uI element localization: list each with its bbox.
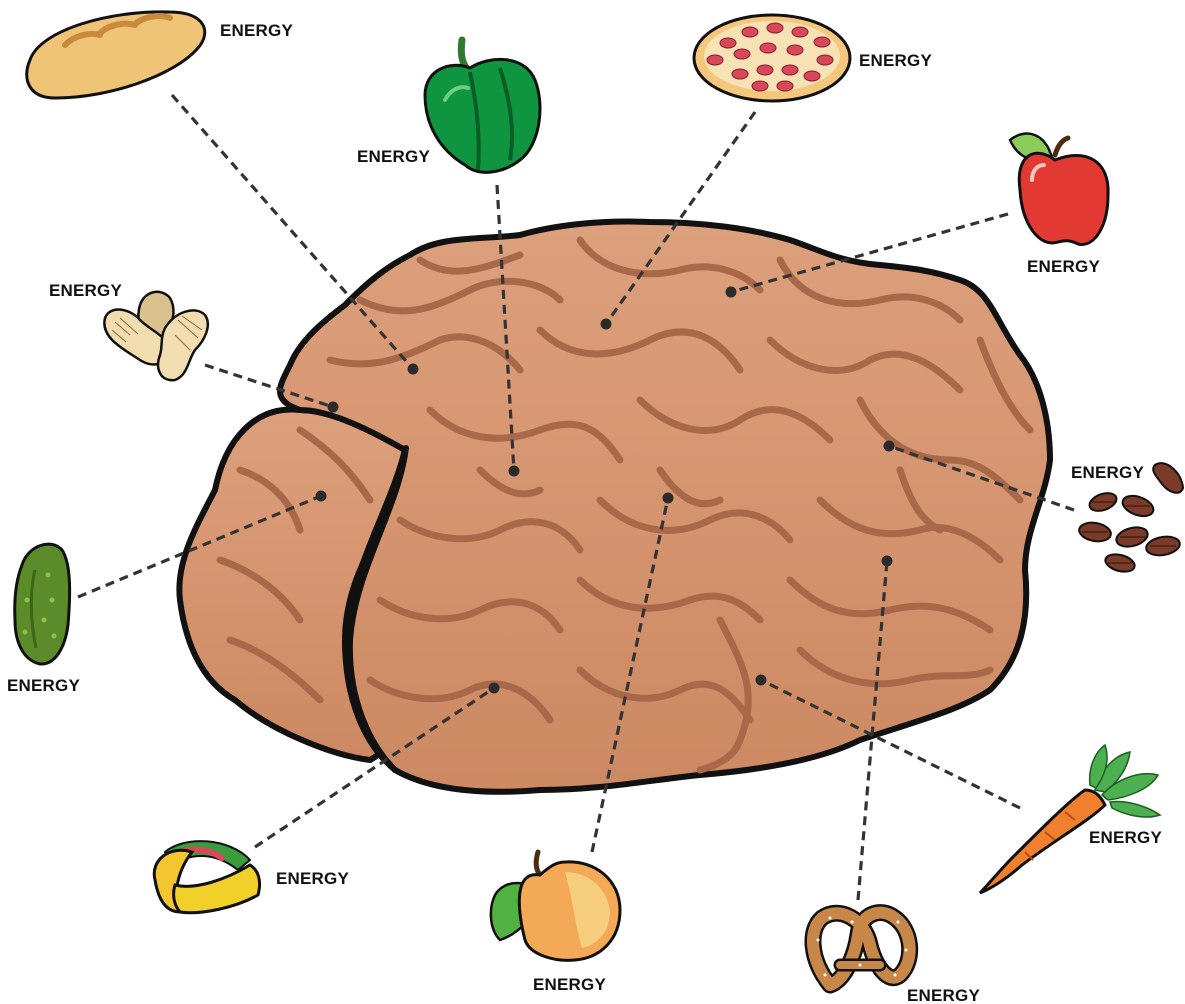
label-carrot: ENERGY	[1089, 828, 1162, 847]
label-peach: ENERGY	[533, 975, 606, 994]
peach-icon	[491, 852, 620, 960]
connector-dot-pecans	[884, 441, 895, 452]
connector-dot-taco	[489, 683, 500, 694]
label-pickle: ENERGY	[7, 676, 80, 695]
connector-dot-carrot	[756, 675, 767, 686]
brain	[179, 222, 1050, 792]
peanuts-icon	[104, 292, 207, 380]
label-taco: ENERGY	[276, 869, 349, 888]
bell-pepper-icon	[425, 40, 540, 172]
taco-icon	[154, 841, 259, 913]
pickle-icon	[15, 544, 70, 664]
carrot-icon	[980, 745, 1160, 893]
connector-dot-pickle	[316, 491, 327, 502]
bread-icon	[27, 12, 205, 98]
label-pretzel: ENERGY	[907, 986, 980, 1004]
connector-dot-apple	[726, 287, 737, 298]
label-pizza: ENERGY	[859, 51, 932, 70]
pretzel-icon	[813, 913, 910, 985]
connector-dot-peach	[663, 493, 674, 504]
label-apple: ENERGY	[1027, 257, 1100, 276]
label-peanuts: ENERGY	[49, 281, 122, 300]
connector-dot-peanuts	[328, 402, 339, 413]
label-bread: ENERGY	[220, 21, 293, 40]
connector-dot-pepper	[509, 466, 520, 477]
connector-dot-pizza	[601, 319, 612, 330]
connector-dot-pretzel	[882, 556, 893, 567]
label-pepper: ENERGY	[357, 147, 430, 166]
label-pecans: ENERGY	[1071, 463, 1144, 482]
apple-icon	[1010, 134, 1108, 245]
connector-dot-bread	[408, 364, 419, 375]
pizza-icon	[694, 15, 850, 101]
